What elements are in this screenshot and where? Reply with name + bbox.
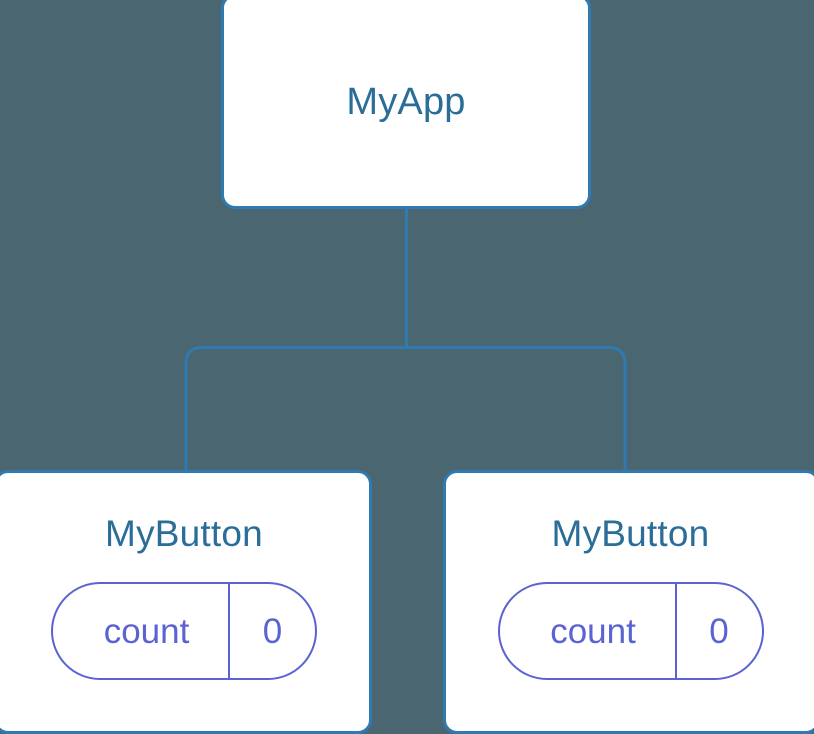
component-node-myapp[interactable]: MyApp <box>221 0 591 209</box>
connector-branch-left <box>184 346 407 472</box>
component-node-mybutton-left[interactable]: MyButton count 0 <box>0 470 372 734</box>
state-pill[interactable]: count 0 <box>497 582 764 680</box>
component-name-label: MyButton <box>105 513 263 554</box>
component-node-mybutton-right[interactable]: MyButton count 0 <box>443 470 814 734</box>
state-key-label: count <box>550 611 636 651</box>
state-value-label: 0 <box>228 584 315 678</box>
component-name-label: MyApp <box>346 80 466 123</box>
connector-branch-right <box>406 346 627 472</box>
state-key-label: count <box>103 611 190 651</box>
state-pill[interactable]: count 0 <box>51 582 317 680</box>
state-value-label: 0 <box>674 584 762 678</box>
component-name-label: MyButton <box>551 513 710 554</box>
